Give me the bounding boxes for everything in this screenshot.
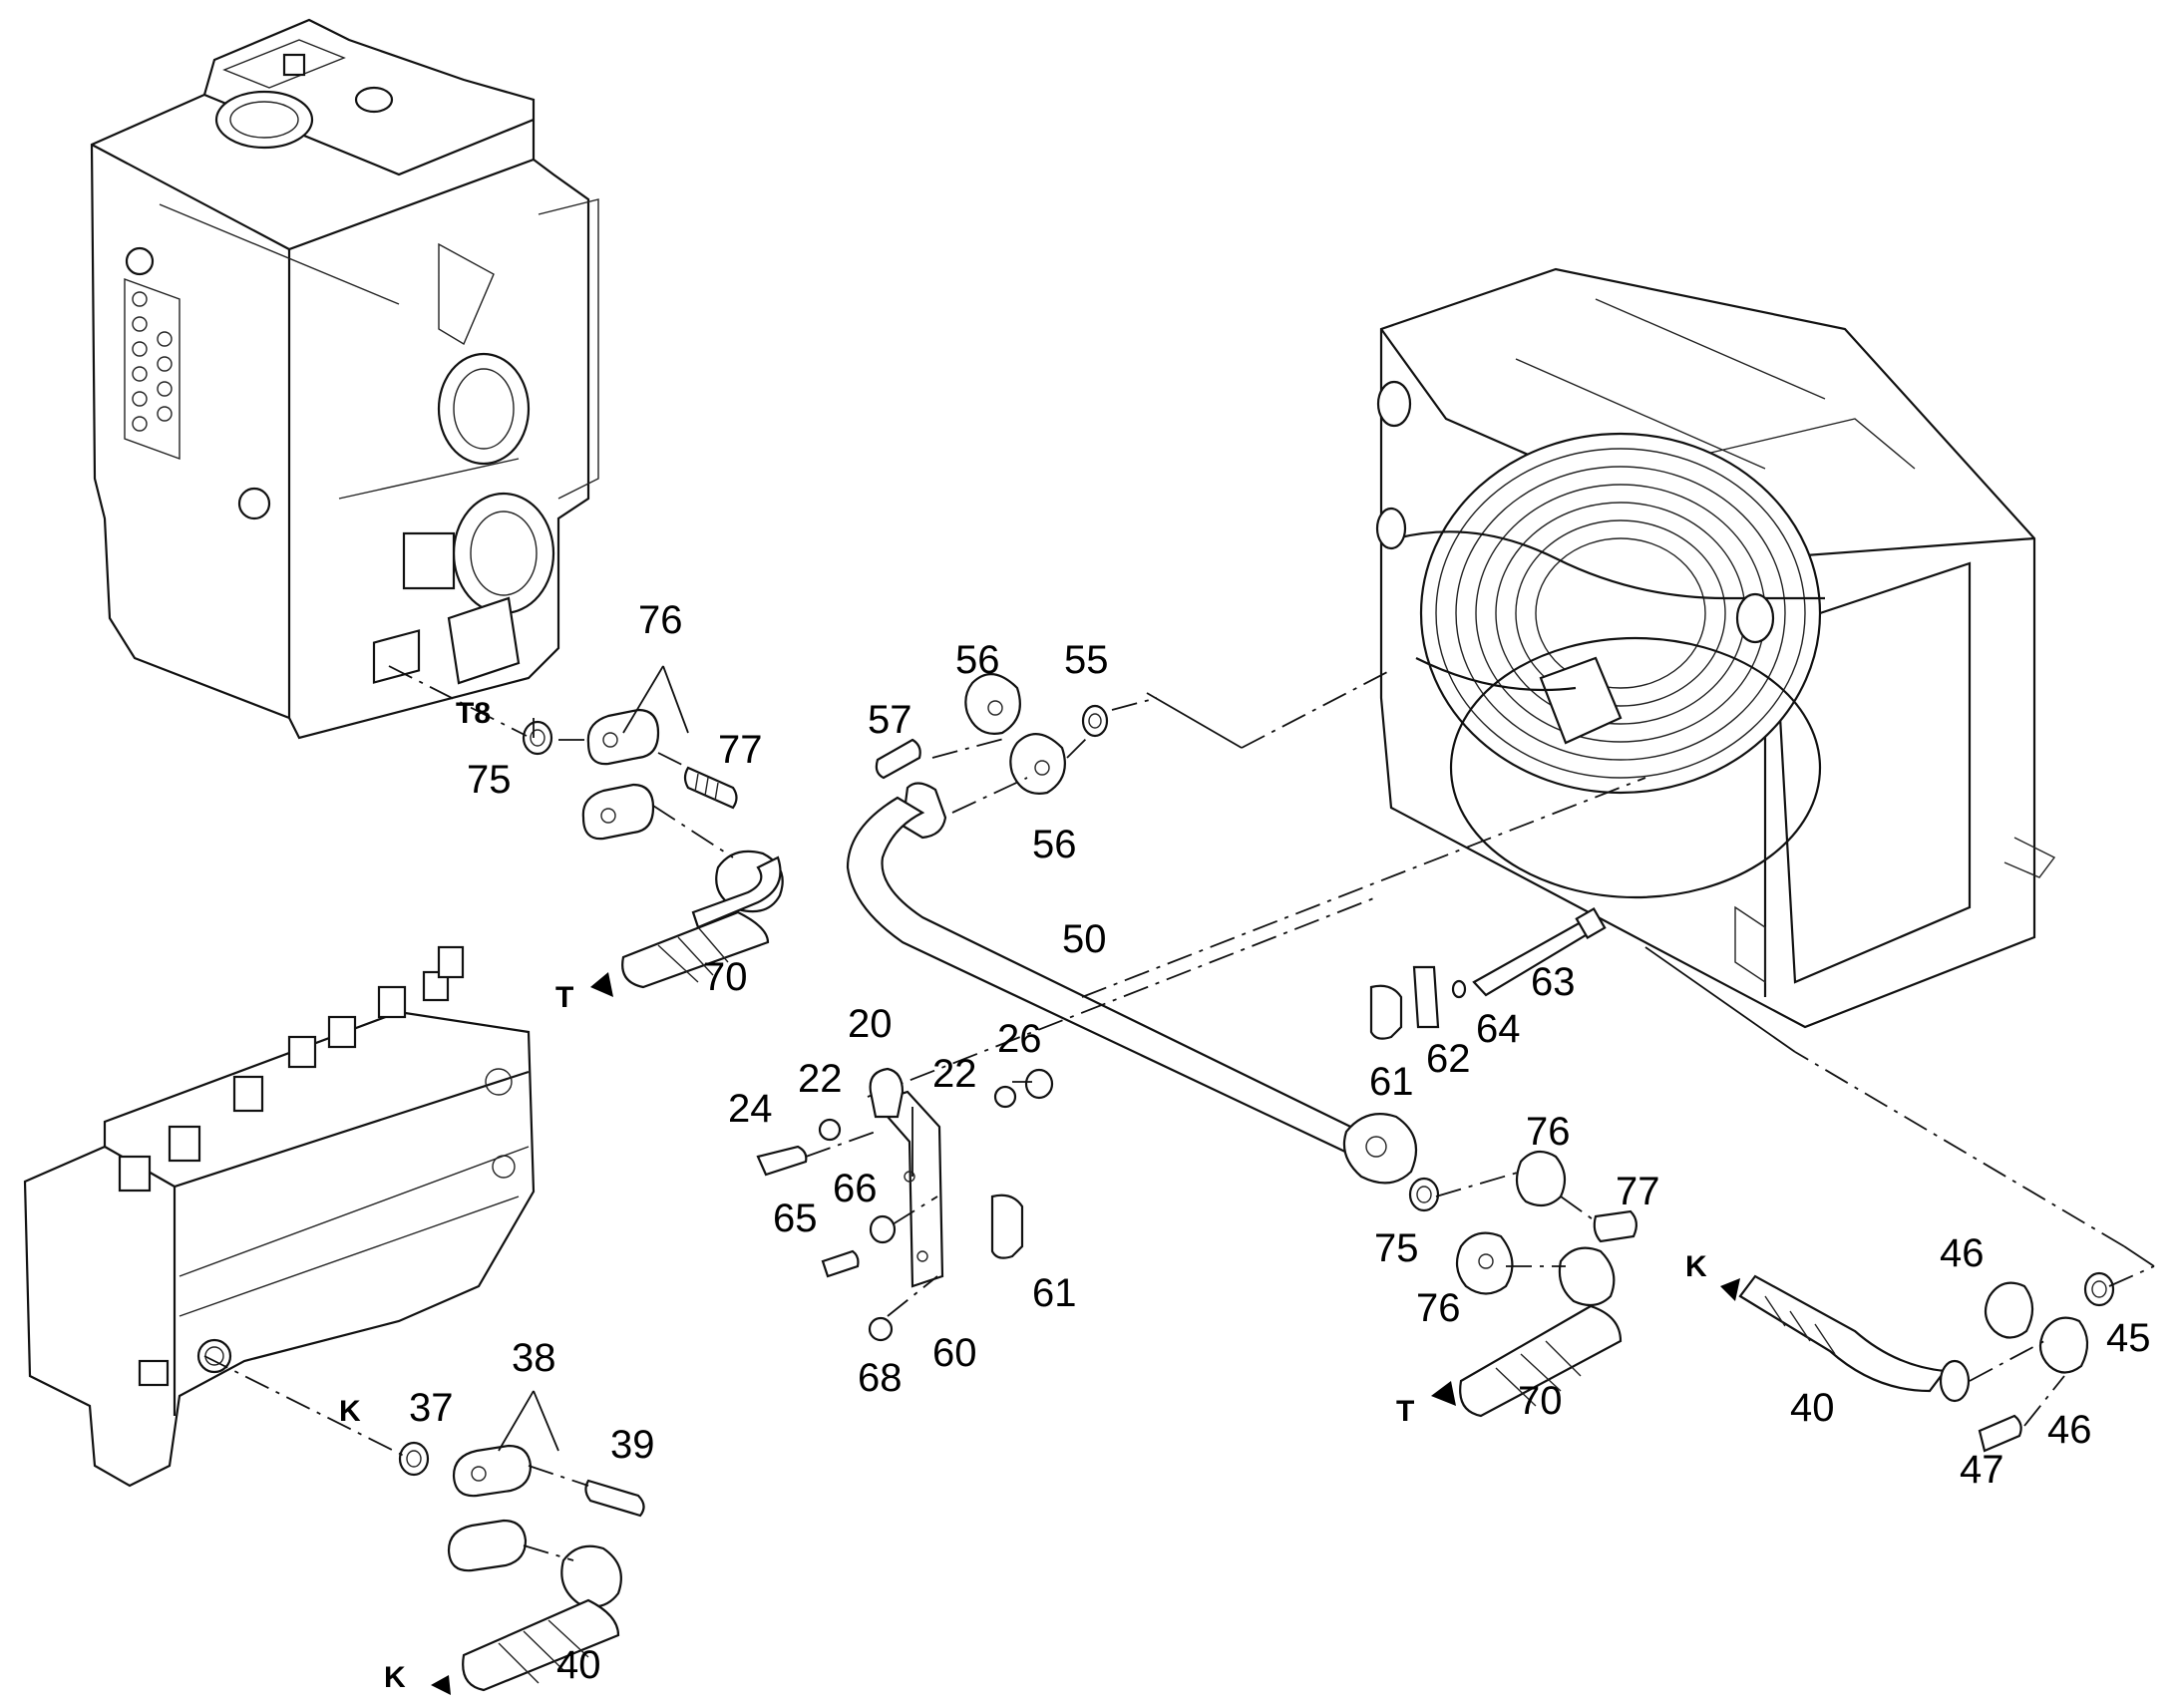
label-t: T <box>555 981 573 1014</box>
label-62: 62 <box>1426 1037 1471 1081</box>
label-k: K <box>339 1395 361 1428</box>
arrow-k-b <box>431 1675 451 1695</box>
label-63: 63 <box>1531 960 1576 1004</box>
label-38: 38 <box>512 1336 556 1380</box>
label-24: 24 <box>728 1087 773 1131</box>
washer-66 <box>869 1214 897 1244</box>
flange-half-38a <box>452 1444 533 1498</box>
label-61: 61 <box>1369 1060 1414 1104</box>
label-77: 77 <box>1616 1170 1660 1213</box>
label-64: 64 <box>1476 1007 1521 1051</box>
hose-70a <box>621 910 770 989</box>
nut-26 <box>1024 1068 1054 1100</box>
bracket-60 <box>884 1090 944 1288</box>
hose-assembly-upper-left <box>388 665 784 997</box>
label-60: 60 <box>932 1331 977 1375</box>
arrow-k-a <box>1720 1278 1740 1301</box>
plate-62 <box>1412 965 1440 1029</box>
hose-assembly-lower-center <box>1408 1150 1637 1418</box>
label-76: 76 <box>1416 1286 1461 1330</box>
clamp-20 <box>869 1067 905 1119</box>
screw-57 <box>875 738 921 780</box>
label-46: 46 <box>1940 1231 1985 1275</box>
label-t: T <box>1396 1395 1414 1428</box>
label-77: 77 <box>718 728 763 772</box>
label-39: 39 <box>610 1423 655 1467</box>
nut-68 <box>868 1316 894 1342</box>
label-22: 22 <box>932 1052 977 1096</box>
label-26: 26 <box>997 1017 1042 1061</box>
screw-77a <box>683 766 738 810</box>
label-75: 75 <box>467 758 512 802</box>
label-76: 76 <box>638 598 683 642</box>
flange-half-56b <box>1009 733 1066 795</box>
transmission-housing <box>90 18 599 740</box>
arrow-t-a <box>590 972 613 997</box>
flange-half-38b <box>447 1519 528 1572</box>
cooler-radiator-unit <box>1375 267 2056 1029</box>
o-ring-37 <box>398 1441 430 1477</box>
flange-half-76a <box>586 708 660 766</box>
label-55: 55 <box>1064 638 1109 682</box>
label-70: 70 <box>703 955 748 999</box>
label-61: 61 <box>1032 1271 1077 1315</box>
label-47: 47 <box>1960 1448 2004 1492</box>
screw-39 <box>584 1479 645 1518</box>
label-57: 57 <box>868 698 912 742</box>
bracket-hardware <box>756 906 1607 1342</box>
screw-77b <box>1593 1209 1637 1243</box>
control-valve-block <box>23 945 536 1488</box>
label-46: 46 <box>2047 1408 2092 1452</box>
o-ring-75a <box>522 720 553 756</box>
label-70: 70 <box>1518 1379 1563 1423</box>
o-ring-75b <box>1408 1177 1440 1212</box>
flange-half-46b <box>2038 1316 2089 1374</box>
label-56: 56 <box>1032 823 1077 866</box>
label-45: 45 <box>2106 1316 2151 1360</box>
label-68: 68 <box>858 1356 903 1400</box>
label-37: 37 <box>409 1386 454 1430</box>
hose-assembly-lower-right <box>1644 946 2155 1453</box>
label-76: 76 <box>1526 1110 1571 1154</box>
hose-40a <box>1738 1274 1948 1393</box>
label-40: 40 <box>556 1643 601 1687</box>
arrow-t-b <box>1431 1381 1456 1406</box>
label-k: K <box>384 1661 406 1694</box>
washer-22a <box>818 1118 842 1142</box>
flange-half-46a <box>1984 1281 2034 1339</box>
label-22: 22 <box>798 1057 843 1101</box>
flange-half-76b <box>581 783 655 841</box>
tube-50 <box>846 796 1383 1164</box>
label-56: 56 <box>955 638 1000 682</box>
flange-half-76d <box>1455 1231 1514 1295</box>
label-t8: T8 <box>456 697 491 730</box>
clamp-61b <box>990 1194 1024 1259</box>
bolt-65 <box>821 1249 860 1278</box>
clamp-61a <box>1369 984 1403 1040</box>
washer-22b <box>993 1085 1017 1109</box>
label-40: 40 <box>1790 1386 1835 1430</box>
label-k: K <box>1685 1250 1707 1283</box>
washer-64 <box>1451 979 1467 999</box>
tube-assembly-50 <box>846 669 1646 1185</box>
label-50: 50 <box>1062 917 1107 961</box>
callout-labels: 76 T8 75 77 70 T 56 55 57 56 50 63 64 62… <box>339 598 2151 1694</box>
o-ring-45 <box>2083 1271 2115 1307</box>
bolt-24 <box>756 1145 808 1177</box>
flange-half-56a <box>964 673 1021 735</box>
label-65: 65 <box>773 1196 818 1240</box>
hose-assembly-lower-left <box>203 1355 645 1695</box>
hose-40b <box>462 1598 620 1692</box>
flange-half-76c <box>1515 1150 1567 1207</box>
label-20: 20 <box>848 1002 893 1046</box>
label-66: 66 <box>833 1167 878 1210</box>
hose-70b <box>1459 1304 1623 1418</box>
label-75: 75 <box>1374 1226 1419 1270</box>
screw-47 <box>1978 1414 2022 1453</box>
o-ring-55 <box>1081 704 1109 738</box>
